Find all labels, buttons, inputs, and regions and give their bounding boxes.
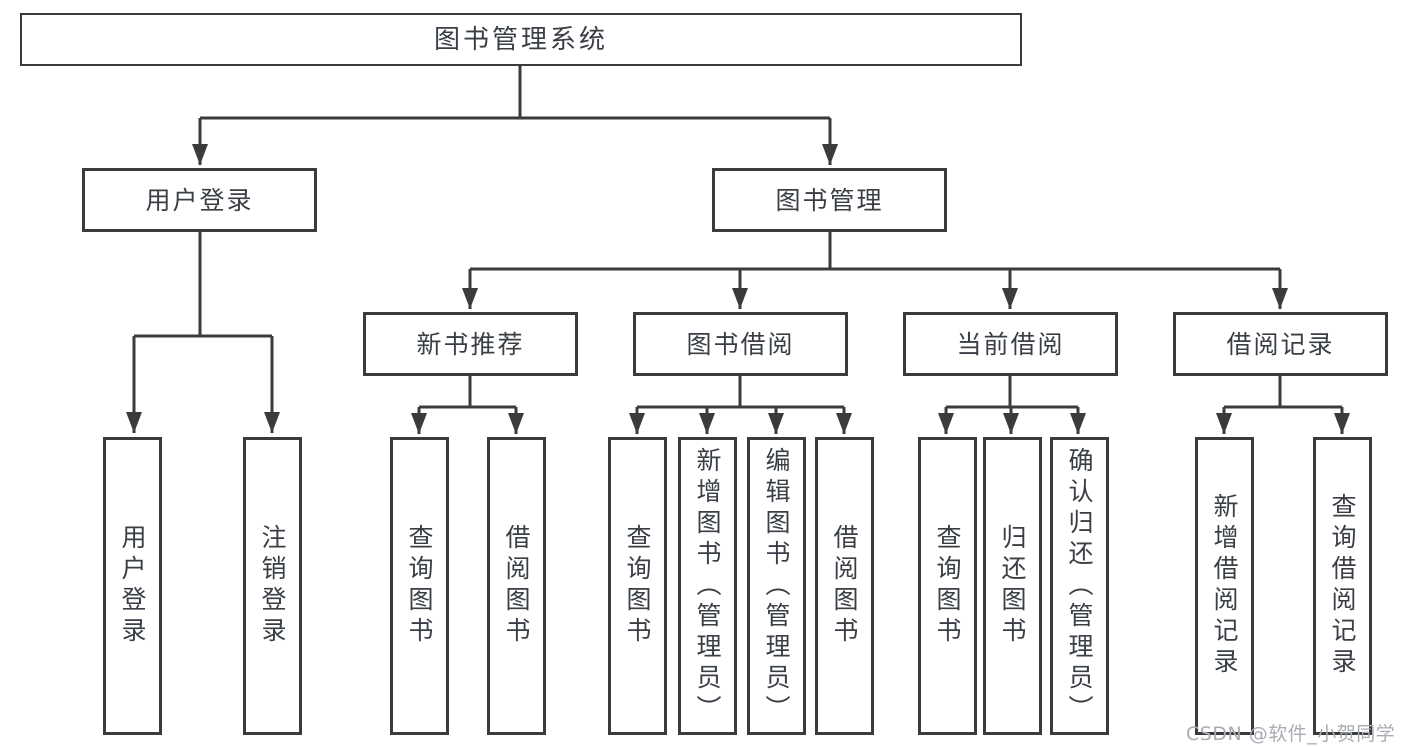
leaf-query-books-current: 查询图书 — [918, 437, 977, 735]
connector-group — [126, 66, 1350, 434]
leaf-label: 查询借阅记录 — [1328, 493, 1357, 679]
leaf-user-login: 用户登录 — [103, 437, 162, 735]
leaf-query-borrow-record: 查询借阅记录 — [1313, 437, 1372, 735]
leaf-label: 查询图书 — [933, 524, 962, 648]
node-new-book-recommend: 新书推荐 — [363, 312, 578, 376]
leaf-label: 借阅图书 — [502, 524, 531, 648]
node-book-borrow: 图书借阅 — [633, 312, 848, 376]
leaf-confirm-return-admin: 确认归还（管理员） — [1050, 437, 1109, 735]
node-current-borrow: 当前借阅 — [903, 312, 1118, 376]
csdn-watermark: CSDN @软件_小贺同学 — [1186, 723, 1396, 745]
leaf-label: 借阅图书 — [830, 524, 859, 648]
leaf-label: 用户登录 — [118, 524, 147, 648]
leaf-label: 注销登录 — [258, 524, 287, 648]
leaf-return-book: 归还图书 — [983, 437, 1042, 735]
leaf-borrow-books: 借阅图书 — [815, 437, 874, 735]
leaf-label: 查询图书 — [405, 524, 434, 648]
leaf-query-books-recommend: 查询图书 — [390, 437, 449, 735]
leaf-edit-book-admin: 编辑图书（管理员） — [747, 437, 806, 735]
leaf-label: 确认归还（管理员） — [1065, 446, 1094, 726]
node-root-system: 图书管理系统 — [20, 13, 1022, 66]
node-book-management: 图书管理 — [712, 168, 947, 232]
leaf-label: 查询图书 — [623, 524, 652, 648]
leaf-query-books-borrow: 查询图书 — [608, 437, 667, 735]
node-user-login: 用户登录 — [82, 168, 317, 232]
leaf-label: 归还图书 — [998, 524, 1027, 648]
leaf-logout: 注销登录 — [243, 437, 302, 735]
node-borrow-records: 借阅记录 — [1173, 312, 1388, 376]
leaf-add-book-admin: 新增图书（管理员） — [678, 437, 737, 735]
leaf-borrow-books-recommend: 借阅图书 — [487, 437, 546, 735]
leaf-label: 编辑图书（管理员） — [762, 446, 791, 726]
leaf-add-borrow-record: 新增借阅记录 — [1195, 437, 1254, 735]
leaf-label: 新增借阅记录 — [1210, 493, 1239, 679]
leaf-label: 新增图书（管理员） — [693, 446, 722, 726]
